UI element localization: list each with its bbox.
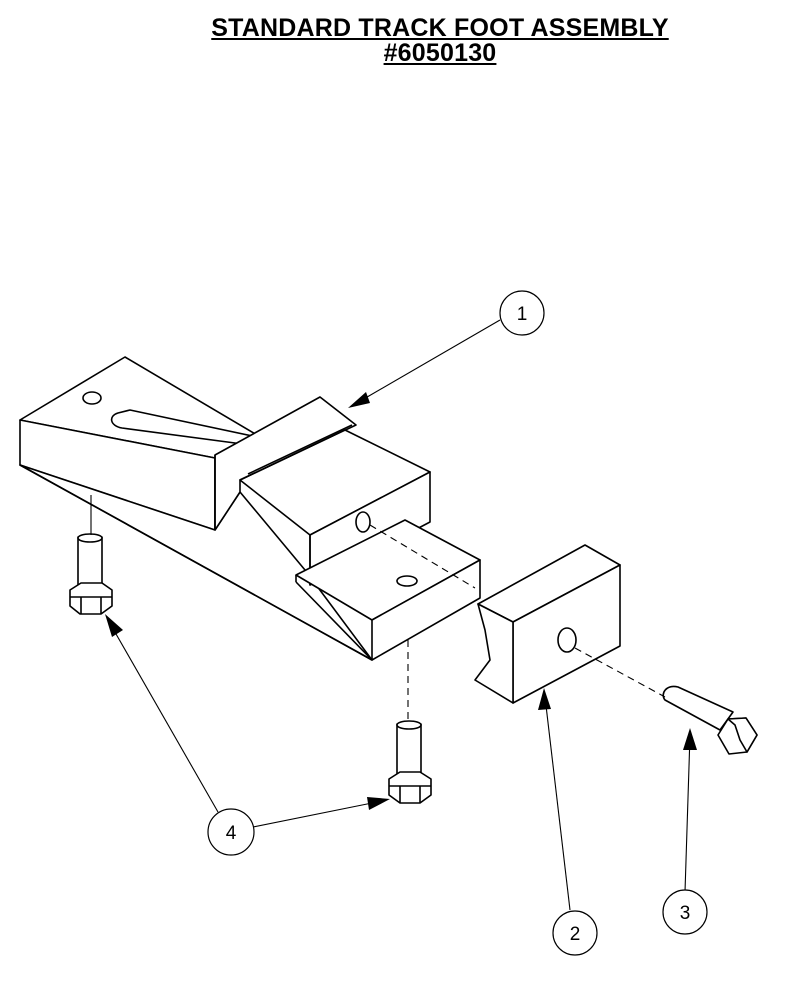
- callout-4: 4: [207, 808, 255, 856]
- callout-3-label: 3: [680, 903, 691, 924]
- track-foot-base: [19, 356, 481, 661]
- leader-lines: [105, 319, 697, 911]
- clamp-block: [474, 544, 621, 704]
- callout-2: 2: [552, 910, 598, 956]
- center-lines: [90, 495, 666, 724]
- callout-1-label: 1: [517, 304, 528, 325]
- hex-stud-left: [69, 533, 113, 615]
- hex-bolt: [662, 685, 758, 755]
- callout-3: 3: [662, 889, 708, 935]
- hex-stud-right: [388, 720, 432, 804]
- callout-1: 1: [499, 290, 545, 336]
- drawing-title: STANDARD TRACK FOOT ASSEMBLY: [211, 14, 669, 42]
- callout-2-label: 2: [570, 924, 581, 945]
- part-number: #6050130: [383, 39, 497, 67]
- callout-4-label: 4: [226, 823, 237, 844]
